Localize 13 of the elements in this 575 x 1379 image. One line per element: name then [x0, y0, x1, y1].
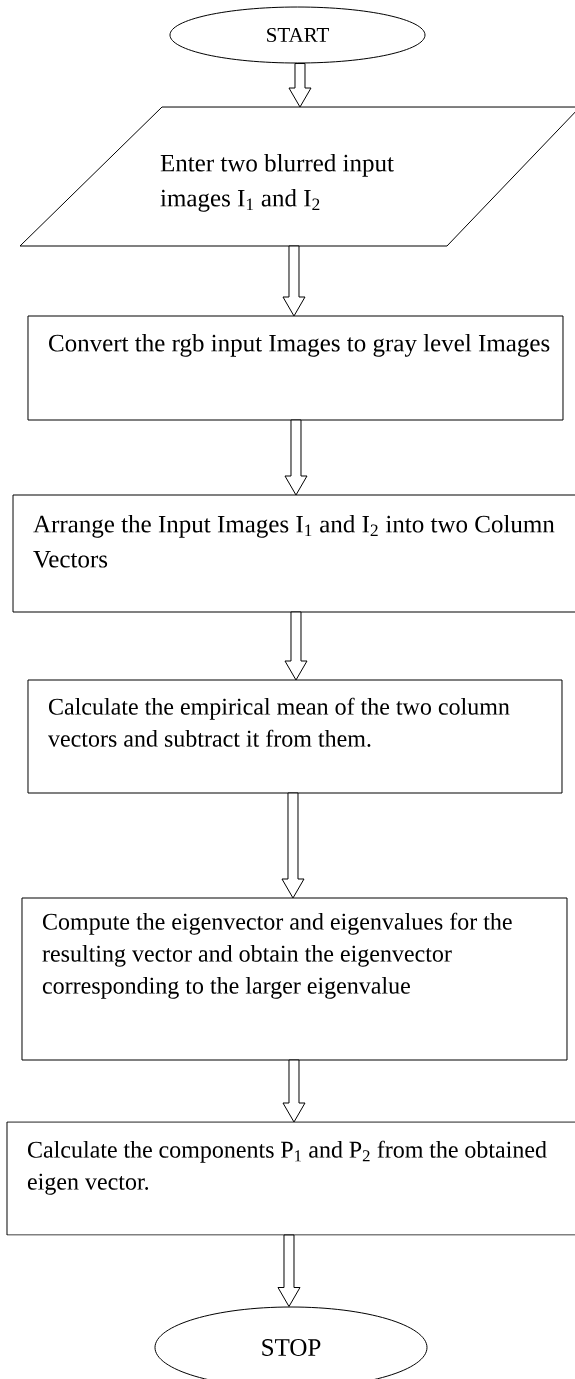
arrow: [282, 245, 306, 317]
process-box: Convert the rgb input Images to gray level Images: [27, 315, 564, 421]
arrow: [288, 63, 312, 108]
process-box: Arrange the Input Images I$_{1}$ and I$_{2}$ into two Column Vectors: [12, 494, 575, 613]
arrow: [277, 1234, 301, 1307]
arrow: [282, 1059, 306, 1123]
arrow: [281, 792, 305, 899]
arrow: [284, 419, 308, 496]
process-box: Calculate the components P$_{1}$ and P$_{2}$ from the obtained eigen vector.: [6, 1121, 575, 1236]
input-parallelogram: Enter two blurred input images I$_{1}$ and I$_{2}$: [19, 106, 575, 247]
arrow: [284, 611, 308, 681]
process-box: Calculate the empirical mean of the two column vectors and subtract it from them.: [27, 679, 563, 794]
process-box: Compute the eigenvector and eigenvalues for the resulting vector and obtain the eigenvector corresponding to the larger eigenvalue: [21, 897, 568, 1061]
